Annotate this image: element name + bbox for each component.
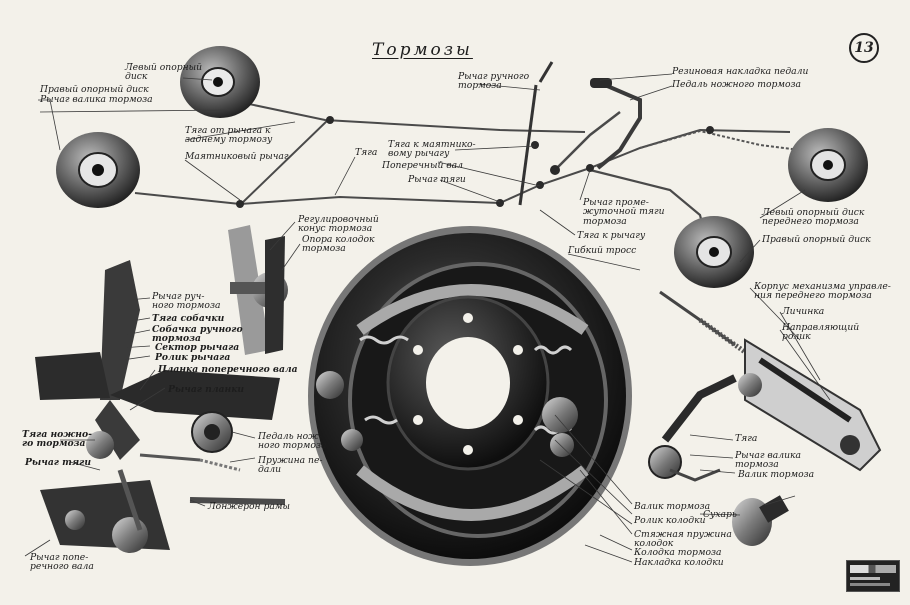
label-flexible-cable: Гибкий тросс xyxy=(568,245,637,256)
brake-rods xyxy=(134,61,801,355)
label-slider-block: Сухарь xyxy=(703,509,737,520)
label-pedal-rubber-pad: Резиновая накладка педали xyxy=(672,66,809,77)
label-brake-shaft-bottom: Валик тормоза xyxy=(634,501,711,512)
label-rod-lever-top: Рычаг тяги xyxy=(408,174,466,185)
label-foot-brake-pedal-left: Педаль нож- ного тормоза xyxy=(258,431,327,452)
label-pawl-rod: Тяга собачки xyxy=(152,313,225,324)
label-right-support-disc: Правый опорный диск xyxy=(40,84,149,95)
left-rear-disc xyxy=(56,132,140,208)
right-front-disc xyxy=(788,128,868,202)
label-shoe-return-spring: Стяжная пружина колодок xyxy=(634,529,732,550)
label-lever-roller: Ролик рычага xyxy=(155,352,231,363)
label-bushing: Личинка xyxy=(782,306,825,317)
label-left-support-disc: Левый опорный диск xyxy=(125,62,203,83)
label-brake-shaft-right: Валик тормоза xyxy=(738,469,815,480)
front-control-housing xyxy=(648,338,882,482)
label-right-support-disc-2: Правый опорный диск xyxy=(762,234,871,245)
label-foot-brake-pedal-top: Педаль ножного тормоза xyxy=(672,79,801,90)
label-shoe-roller: Ролик колодки xyxy=(634,515,706,526)
label-hand-brake-pawl: Собачка ручного тормоза xyxy=(152,324,243,345)
label-rear-brake-rod: Тяга от рычага к заднему тормозу xyxy=(185,125,273,146)
label-brake-shaft-lever: Рычаг валика тормоза xyxy=(40,94,153,105)
label-rod-middle: Тяга xyxy=(355,147,378,158)
label-guide-roller: Направляющий ролик xyxy=(782,322,860,343)
label-cross-shaft-lever: Рычаг попе- речного вала xyxy=(30,552,94,573)
label-plate-lever: Рычаг планки xyxy=(168,384,245,395)
page-number: 13 xyxy=(849,33,879,63)
label-rod-to-pendulum: Тяга к маятнико- вому рычагу xyxy=(388,139,476,160)
label-front-control-housing: Корпус механизма управле- ния переднего … xyxy=(754,281,891,302)
label-rod-right: Тяга xyxy=(735,433,758,444)
label-rod-lever-left: Рычаг тяги xyxy=(25,457,92,468)
label-lever-sector: Сектор рычага xyxy=(155,342,240,353)
label-hand-brake-lever-top: Рычаг ручного тормоза xyxy=(458,71,530,92)
publisher-stamp xyxy=(846,560,900,592)
label-shoe-support: Опора колодок тормоза xyxy=(302,234,375,255)
label-left-front-support-disc: Левый опорный диск переднего тормоза xyxy=(762,207,865,228)
label-hand-brake-lever-left: Рычаг руч- ного тормоза xyxy=(152,291,221,312)
label-brake-shoe: Колодка тормоза xyxy=(634,547,722,558)
label-pedal-spring: Пружина пе- дали xyxy=(258,455,323,476)
left-front-disc xyxy=(180,46,260,118)
label-cross-shaft-plate: Планка поперечного вала xyxy=(158,364,298,375)
label-cross-shaft: Поперечный вал xyxy=(382,160,463,171)
label-adjusting-cone: Регулировочный конус тормоза xyxy=(298,214,379,235)
label-brake-shaft-lever-right: Рычаг валика тормоза xyxy=(735,450,801,471)
adjuster-support xyxy=(228,225,288,355)
brake-drum xyxy=(308,226,632,566)
label-shoe-lining: Накладка колодки xyxy=(634,557,724,568)
label-foot-brake-rod: Тяга ножно- го тормоза xyxy=(22,429,92,450)
label-rod-to-lever: Тяга к рычагу xyxy=(577,230,646,241)
label-pendulum-lever: Маятниковый рычаг xyxy=(185,151,289,162)
label-frame-rail: Лонжерон рамы xyxy=(208,501,290,512)
rod-joints xyxy=(236,78,714,208)
diagram-title: Тормозы xyxy=(372,40,473,60)
cam-detail xyxy=(732,495,789,546)
pedal-mechanism xyxy=(35,260,286,553)
right-rear-disc xyxy=(674,216,754,288)
leader-lines xyxy=(24,73,831,563)
label-intermediate-rod-lever: Рычаг проме- жуточной тяги тормоза xyxy=(583,197,665,227)
